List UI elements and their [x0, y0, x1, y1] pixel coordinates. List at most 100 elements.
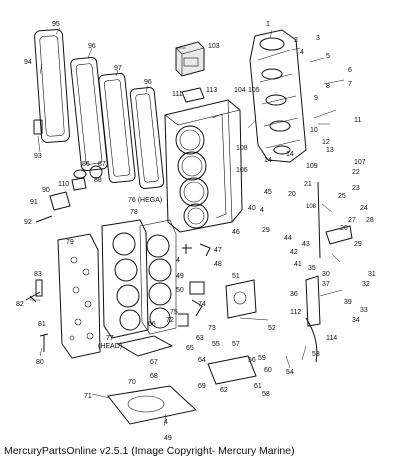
label-75: 75: [170, 309, 178, 316]
housing-90[interactable]: [49, 191, 71, 211]
label-50: 50: [176, 287, 184, 294]
label-27: 27: [348, 217, 356, 224]
clamp-72[interactable]: [178, 313, 189, 327]
label-67: 67: [150, 359, 158, 366]
bolt-15[interactable]: [182, 244, 192, 254]
label-9: 9: [314, 95, 318, 102]
label-88: 88: [94, 177, 102, 184]
label-49: 49: [176, 273, 184, 280]
label-81: 81: [38, 321, 46, 328]
label-43: 43: [302, 241, 310, 248]
label-77-head: (HEAD): [98, 343, 122, 350]
label-31: 31: [368, 271, 376, 278]
label-33: 33: [360, 307, 368, 314]
label-55: 55: [212, 341, 220, 348]
head-plate-77[interactable]: [101, 219, 149, 339]
label-79: 79: [66, 239, 74, 246]
fitting-83[interactable]: [35, 279, 43, 297]
crankcase-cover[interactable]: [249, 29, 307, 163]
label-53: 53: [312, 351, 320, 358]
exploded-view-drawing: 95 94 96 97 96 93 86 87 88 110 90 91 92 …: [16, 21, 376, 442]
gasket-96-right[interactable]: [129, 87, 165, 189]
label-73: 73: [208, 325, 216, 332]
label-46: 46: [232, 229, 240, 236]
thermostat-87[interactable]: [89, 165, 103, 179]
label-48: 48: [214, 261, 222, 268]
label-47: 47: [214, 247, 222, 254]
label-106: 106: [236, 167, 248, 174]
label-97: 97: [114, 65, 122, 72]
label-24: 24: [360, 205, 368, 212]
label-103: 103: [208, 43, 220, 50]
label-57: 57: [232, 341, 240, 348]
label-39: 39: [344, 299, 352, 306]
label-80: 80: [36, 359, 44, 366]
cover-51[interactable]: [225, 279, 257, 319]
label-60: 60: [264, 367, 272, 374]
label-59: 59: [258, 355, 266, 362]
valve-47[interactable]: [199, 243, 211, 257]
label-28: 28: [366, 217, 374, 224]
label-22: 22: [352, 169, 360, 176]
plate-113[interactable]: [181, 87, 205, 103]
label-40: 40: [248, 205, 256, 212]
cylinder-block[interactable]: [164, 99, 243, 233]
label-112: 112: [290, 309, 301, 316]
adapter-plate-70[interactable]: [107, 385, 198, 425]
label-4: 4: [176, 257, 180, 264]
label-76: 76 (HEGA): [128, 197, 162, 204]
label-21: 21: [304, 181, 312, 188]
label-41: 41: [294, 261, 302, 268]
throttle-plate-62[interactable]: [207, 355, 257, 385]
label-78: 78: [130, 209, 138, 216]
bracket-74[interactable]: [191, 299, 203, 317]
cylinder-head-79[interactable]: [57, 233, 101, 359]
label-56: 56: [248, 357, 256, 364]
bolt-92[interactable]: [35, 215, 53, 223]
label-32: 32: [362, 281, 370, 288]
label-34: 34: [352, 317, 360, 324]
label-65: 65: [186, 345, 194, 352]
label-74: 74: [198, 301, 206, 308]
cover-97[interactable]: [98, 72, 136, 184]
plate-66[interactable]: [116, 335, 174, 357]
label-17: 4: [260, 207, 264, 214]
label-66: 66: [148, 321, 156, 328]
decal-93[interactable]: [33, 119, 43, 135]
label-62: 62: [220, 387, 228, 394]
label-37: 37: [322, 281, 330, 288]
label-13: 13: [326, 147, 334, 154]
label-58: 58: [262, 391, 270, 398]
label-51: 51: [232, 273, 240, 280]
label-110: 110: [58, 181, 69, 188]
label-72: 72: [166, 317, 174, 324]
bolt-81[interactable]: [39, 333, 49, 352]
label-111: 111: [172, 91, 183, 98]
label-42: 42: [290, 249, 298, 256]
label-64: 64: [198, 357, 206, 364]
bracket-50[interactable]: [189, 281, 205, 295]
head-gasket-76[interactable]: [139, 219, 177, 335]
cover-86[interactable]: [73, 169, 87, 179]
label-114: 114: [326, 335, 337, 342]
label-7: 7: [348, 81, 352, 88]
bolt-82[interactable]: [25, 291, 41, 303]
anode-kit-103[interactable]: [175, 41, 205, 77]
label-77: 77: [106, 335, 114, 342]
label-49b: 49: [164, 435, 172, 442]
bracket-88[interactable]: [71, 177, 87, 191]
label-10: 10: [310, 127, 318, 134]
label-82: 82: [16, 301, 24, 308]
rod-23[interactable]: [317, 181, 321, 259]
label-30: 30: [322, 271, 330, 278]
linkage-35[interactable]: [305, 275, 321, 327]
label-11: 11: [354, 117, 361, 124]
label-6: 6: [348, 67, 352, 74]
label-70: 70: [128, 379, 136, 386]
label-3: 3: [316, 35, 320, 42]
label-83: 83: [34, 271, 42, 278]
cover-plate-95[interactable]: [34, 29, 70, 143]
label-1: 1: [266, 21, 270, 28]
arm-27[interactable]: [325, 225, 353, 245]
